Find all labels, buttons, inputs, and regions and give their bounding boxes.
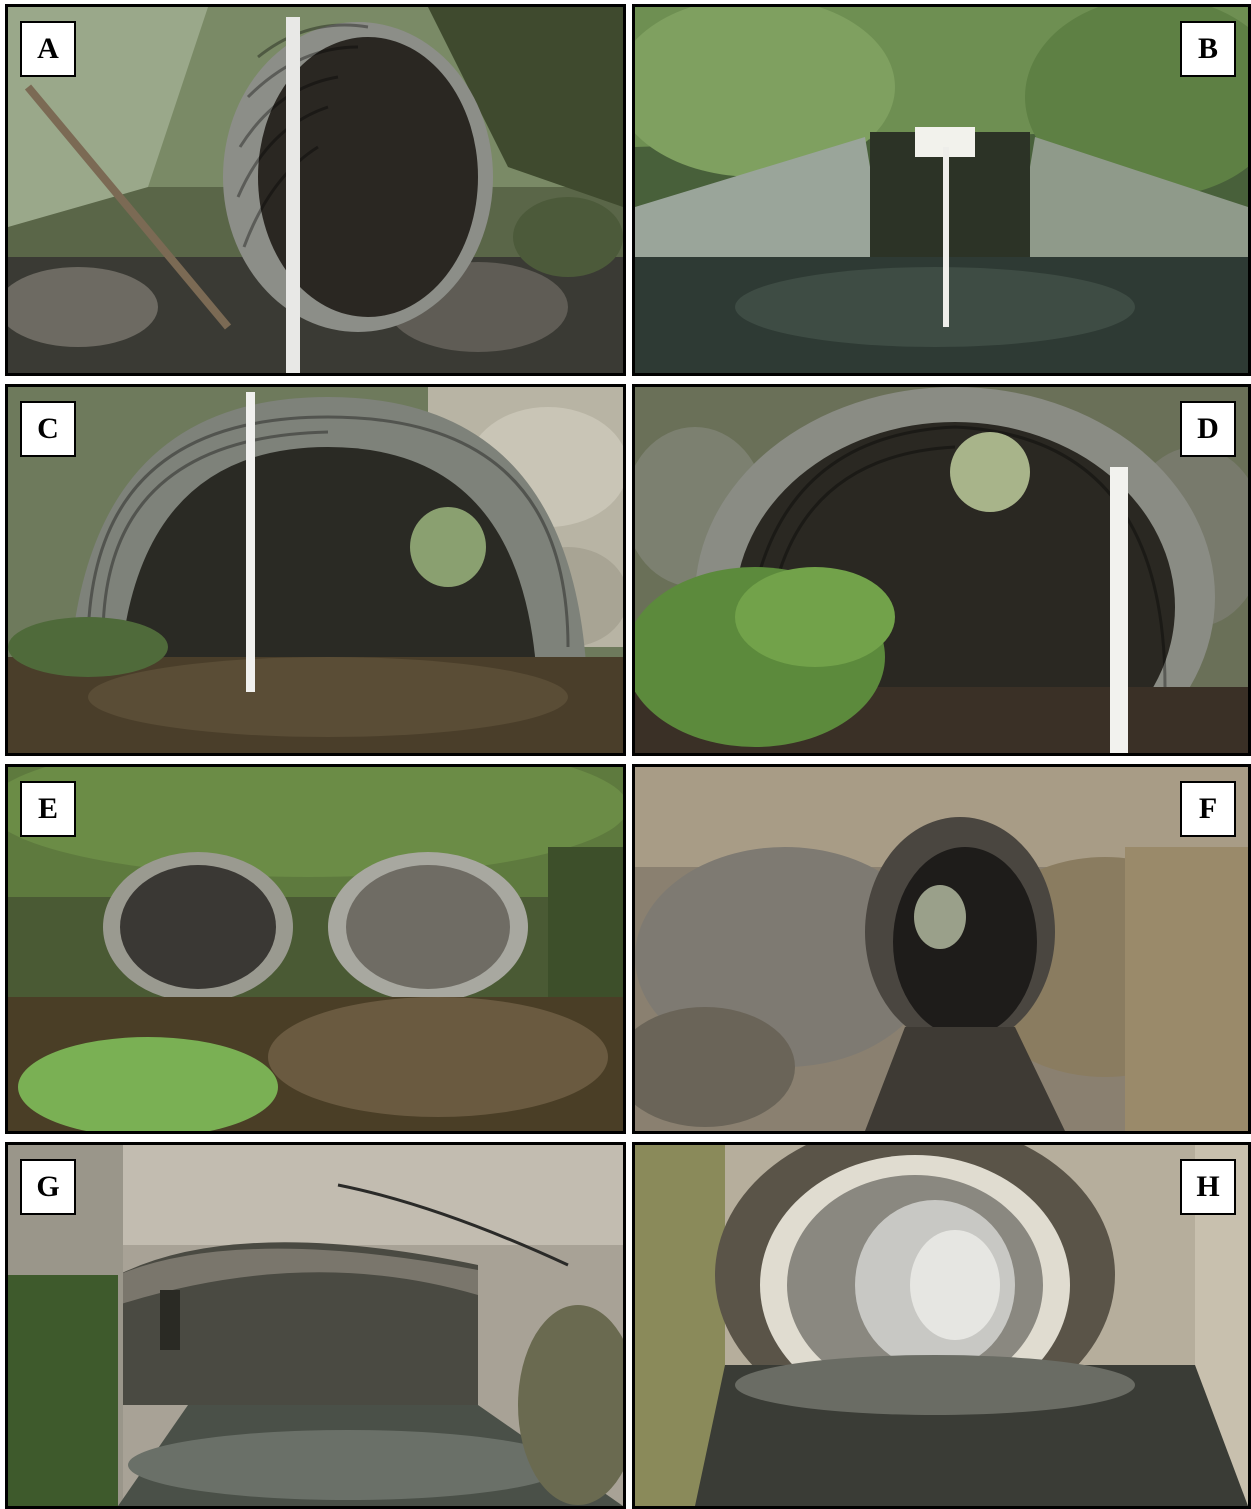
photo-panel-d: D — [632, 384, 1251, 756]
culvert-photo-d — [635, 387, 1248, 753]
photo-panel-f: F — [632, 764, 1251, 1134]
panel-label-c: C — [20, 401, 76, 457]
panel-label-g: G — [20, 1159, 76, 1215]
panel-label-f: F — [1180, 781, 1236, 837]
panel-label-h: H — [1180, 1159, 1236, 1215]
panel-label-b: B — [1180, 21, 1236, 77]
culvert-photo-e — [8, 767, 623, 1131]
culvert-photo-h — [635, 1145, 1248, 1506]
culvert-photo-b — [635, 7, 1248, 373]
panel-label-e: E — [20, 781, 76, 837]
photo-panel-c: C — [5, 384, 626, 756]
culvert-photo-f — [635, 767, 1248, 1131]
culvert-photo-g — [8, 1145, 623, 1506]
photo-panel-a: A — [5, 4, 626, 376]
photo-panel-g: G — [5, 1142, 626, 1509]
photo-panel-e: E — [5, 764, 626, 1134]
culvert-photo-c — [8, 387, 623, 753]
photo-panel-h: H — [632, 1142, 1251, 1509]
panel-label-d: D — [1180, 401, 1236, 457]
photo-panel-b: B — [632, 4, 1251, 376]
panel-label-a: A — [20, 21, 76, 77]
culvert-photo-a — [8, 7, 623, 373]
